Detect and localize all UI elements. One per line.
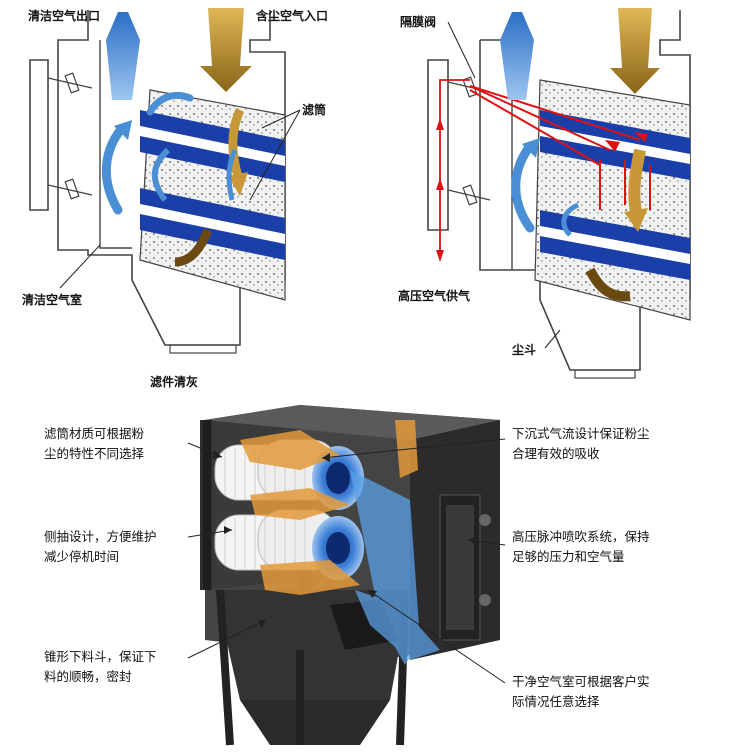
flow-arrow bbox=[101, 123, 127, 215]
callout-filter-material: 滤筒材质可根据粉 尘的特性不同选择 bbox=[44, 426, 145, 461]
callout-side-extraction: 侧抽设计，方便维护 减少停机时间 bbox=[44, 529, 157, 564]
label-clean-chamber: 清洁空气室 bbox=[22, 293, 83, 307]
hp-supply-line bbox=[439, 79, 470, 250]
callout-pulse-system: 高压脉冲喷吹系统，保持 足够的压力和空气量 bbox=[512, 529, 650, 564]
dusty-inlet-arrow bbox=[200, 8, 252, 92]
cartridges-3d bbox=[214, 439, 364, 580]
filter-cartridges bbox=[140, 110, 285, 260]
label-clean-outlet: 清洁空气出口 bbox=[28, 9, 101, 23]
label-hp-air-supply: 高压空气供气 bbox=[398, 289, 471, 303]
dust-flow bbox=[240, 420, 418, 595]
pulse-jets bbox=[469, 85, 651, 210]
callout-downflow-design: 下沉式气流设计保证粉尘 合理有效的吸收 bbox=[512, 426, 650, 461]
label-diaphragm-valve: 隔膜阀 bbox=[400, 15, 437, 29]
clean-outlet-arrow bbox=[106, 12, 140, 100]
pulse-manifold bbox=[427, 59, 449, 231]
callout-clean-chamber-custom: 干净空气室可根据客户实 际情况任意选择 bbox=[512, 674, 650, 709]
label-dusty-inlet: 含尘空气入口 bbox=[256, 9, 329, 23]
clean-flow bbox=[350, 470, 440, 665]
top-right-diagram bbox=[427, 8, 691, 379]
housing-outline bbox=[57, 10, 286, 346]
label-filter-cartridge: 滤筒 bbox=[302, 103, 327, 117]
pulse-pipe bbox=[29, 59, 49, 211]
label-element-cleaning: 滤件清灰 bbox=[150, 375, 199, 389]
bottom-illustration bbox=[200, 405, 500, 746]
label-dust-hopper: 尘斗 bbox=[512, 343, 537, 357]
top-left-diagram bbox=[29, 8, 301, 354]
callout-cone-hopper: 锥形下料斗，保证下 料的顺畅，密封 bbox=[44, 649, 157, 684]
